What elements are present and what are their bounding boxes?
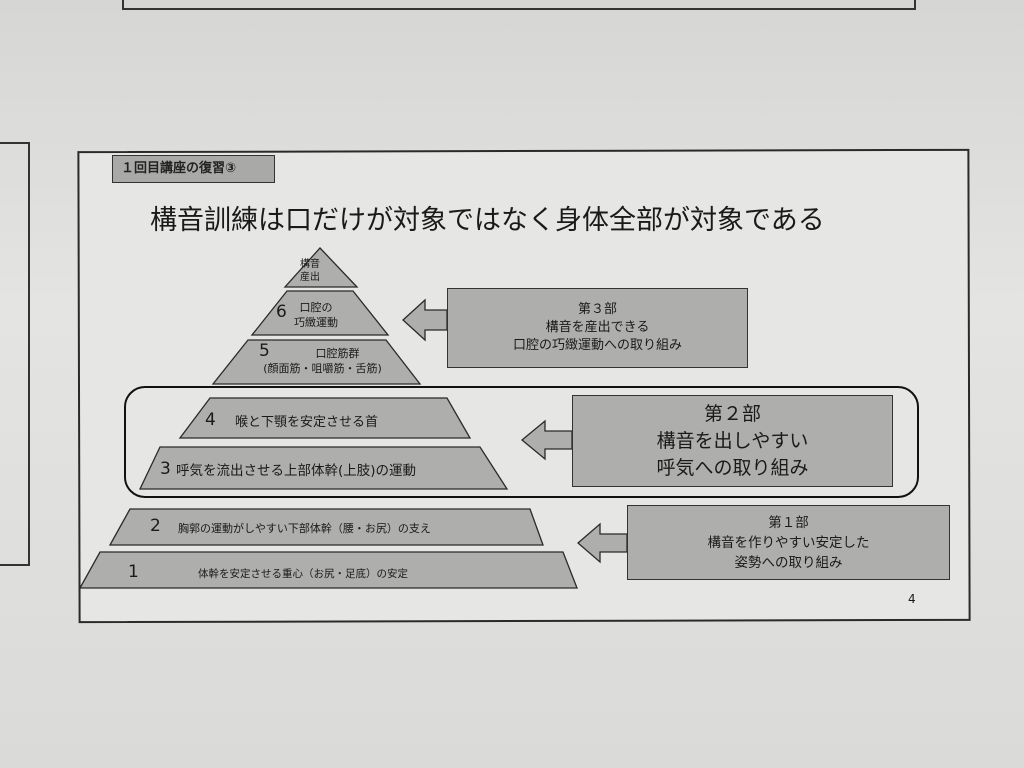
level-6-number: 6 xyxy=(276,302,287,322)
pyramid-level-2 xyxy=(108,508,544,546)
level-6-line: 口腔の xyxy=(299,301,333,314)
part-1-heading: 第１部 xyxy=(768,514,809,531)
level-5-number: 5 xyxy=(259,341,270,361)
previous-slide-edge xyxy=(122,0,916,10)
part-2-box: 第２部 構音を出しやすい 呼気への取り組み xyxy=(572,395,893,487)
pyramid-level-1 xyxy=(78,551,578,589)
level-3-label: 呼気を流出させる上部体幹(上肢)の運動 xyxy=(176,463,417,479)
pyramid-level-4 xyxy=(178,397,472,439)
pyramid-top-label: 構音 産出 xyxy=(300,258,320,284)
level-1-label: 体幹を安定させる重心（お尻・足底）の安定 xyxy=(198,568,408,580)
level-3-number: 3 xyxy=(160,459,171,479)
level-4-number: 4 xyxy=(205,410,216,430)
level-4-label: 喉と下顎を安定させる首 xyxy=(235,415,379,430)
part-1-line: 姿勢への取り組み xyxy=(734,554,843,571)
pyramid-top xyxy=(283,247,359,288)
level-2-label: 胸郭の運動がしやすい下部体幹（腰・お尻）の支え xyxy=(178,522,431,535)
level-5-line: (顔面筋・咀嚼筋・舌筋) xyxy=(263,362,382,375)
part-1-line: 構音を作りやすい安定した xyxy=(707,534,870,551)
page-number: 4 xyxy=(908,592,916,606)
slide-title: 構音訓練は口だけが対象ではなく身体全部が対象である xyxy=(150,205,825,236)
part-3-heading: 第３部 xyxy=(577,302,617,317)
adjacent-slide-edge xyxy=(0,142,30,566)
part-2-group-frame xyxy=(124,386,919,498)
pyramid-level-3 xyxy=(138,446,509,490)
level-5-label: 口腔筋群 (顔面筋・咀嚼筋・舌筋) xyxy=(250,346,395,376)
pyramid-top-line: 産出 xyxy=(300,272,320,283)
section-tag: １回目講座の復習③ xyxy=(112,155,275,183)
level-1-number: 1 xyxy=(128,562,139,582)
pyramid-top-line: 構音 xyxy=(300,259,320,270)
level-6-label: 口腔の 巧緻運動 xyxy=(294,300,338,330)
part-3-line: 構音を産出できる xyxy=(545,320,650,335)
pyramid-level-5 xyxy=(211,339,422,385)
part-2-line: 呼気への取り組み xyxy=(656,456,809,479)
part-1-box: 第１部 構音を作りやすい安定した 姿勢への取り組み xyxy=(627,505,950,580)
level-2-number: 2 xyxy=(150,516,161,536)
part-3-line: 口腔の巧緻運動への取り組み xyxy=(512,338,682,353)
arrow-left-icon xyxy=(577,522,628,564)
pyramid-level-6 xyxy=(250,290,390,336)
arrow-left-icon xyxy=(520,419,573,461)
level-5-line: 口腔筋群 xyxy=(315,347,360,360)
part-3-box: 第３部 構音を産出できる 口腔の巧緻運動への取り組み xyxy=(447,288,748,368)
part-2-heading: 第２部 xyxy=(703,402,761,425)
part-2-line: 構音を出しやすい xyxy=(656,429,809,452)
level-6-line: 巧緻運動 xyxy=(294,316,338,329)
arrow-left-icon xyxy=(402,298,448,342)
